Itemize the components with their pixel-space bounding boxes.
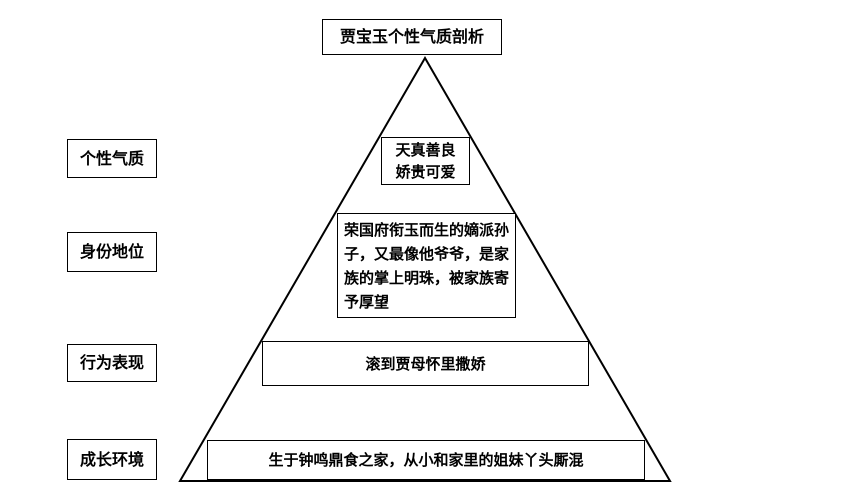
label-environment: 成长环境	[67, 439, 157, 480]
label-status: 身份地位	[67, 232, 157, 272]
tier-environment: 生于钟鸣鼎食之家，从小和家里的姐妹丫头厮混	[207, 440, 645, 480]
tier-personality: 天真善良 娇贵可爱	[381, 137, 470, 185]
tier-status: 荣国府衔玉而生的嫡派孙子，又最像他爷爷，是家族的掌上明珠，被家族寄予厚望	[337, 213, 516, 318]
label-personality: 个性气质	[67, 139, 157, 178]
diagram-title: 贾宝玉个性气质剖析	[322, 19, 502, 55]
tier-behavior: 滚到贾母怀里撒娇	[262, 341, 589, 386]
label-behavior: 行为表现	[67, 344, 157, 382]
